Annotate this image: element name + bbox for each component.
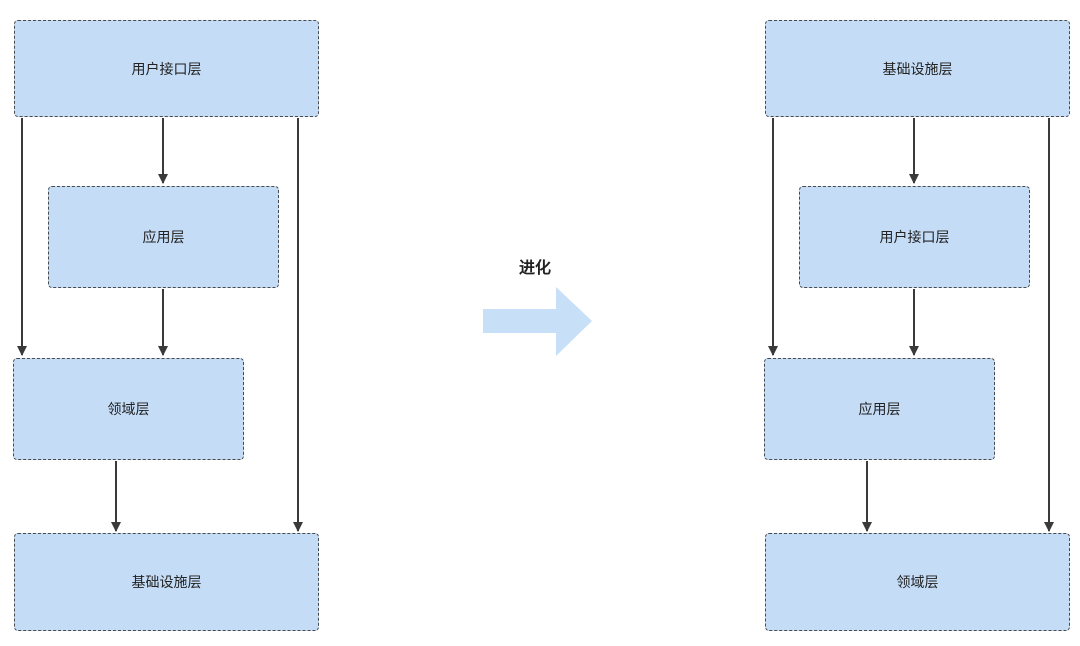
right-user-interface-layer: 用户接口层 [799,186,1030,288]
right-infrastructure-layer: 基础设施层 [765,20,1070,117]
left-infrastructure-layer: 基础设施层 [14,533,319,631]
right-domain-layer: 领域层 [765,533,1070,631]
evolution-arrow-icon [483,287,592,356]
layer-label: 领域层 [896,575,939,591]
layer-label: 应用层 [858,402,901,418]
right-application-layer: 应用层 [764,358,995,460]
layer-label: 用户接口层 [131,61,202,78]
left-application-layer: 应用层 [48,186,279,288]
evolution-label: 进化 [518,258,551,277]
layer-label: 应用层 [142,230,185,246]
left-domain-layer: 领域层 [13,358,244,460]
layer-label: 基础设施层 [131,575,202,591]
layer-label: 领域层 [107,402,150,418]
left-user-interface-layer: 用户接口层 [14,20,319,117]
layer-label: 基础设施层 [882,61,953,78]
layer-label: 用户接口层 [879,230,950,246]
